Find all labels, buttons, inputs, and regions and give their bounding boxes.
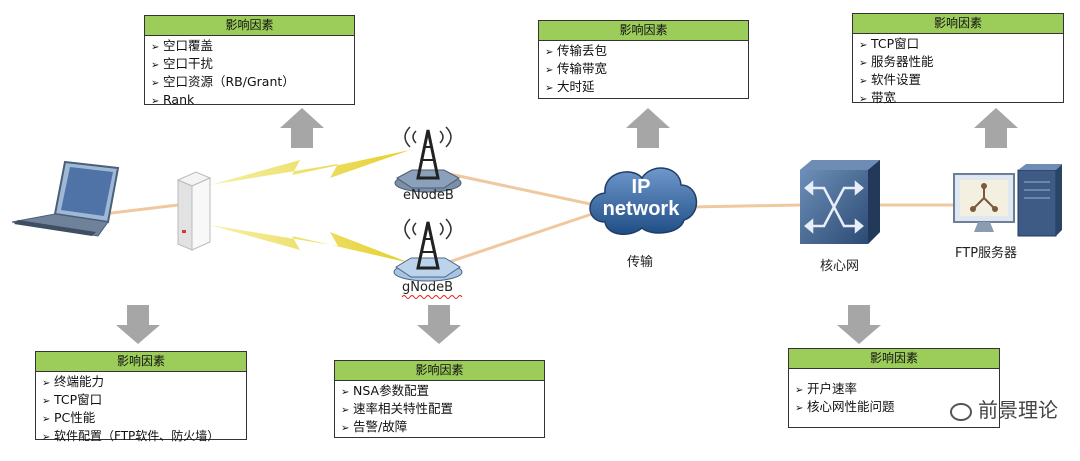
factor-item: ➢软件配置（FTP软件、防火墙）	[42, 428, 246, 446]
factor-item: ➢开户速率	[795, 381, 999, 399]
factor-box-air-interface: 影响因素 ➢空口覆盖 ➢空口干扰 ➢空口资源（RB/Grant） ➢Rank	[144, 15, 355, 107]
arrow-up-air-icon	[280, 108, 324, 148]
factor-list: ➢传输丢包 ➢传输带宽 ➢大时延	[539, 41, 748, 97]
factor-box-header: 影响因素	[853, 14, 1063, 34]
arrow-up-server-icon	[974, 108, 1018, 148]
bullet-arrow-icon: ➢	[42, 432, 51, 443]
enodeb-label: eNodeB	[403, 188, 454, 203]
factor-box-header: 影响因素	[539, 21, 748, 41]
factor-item: ➢传输丢包	[545, 43, 748, 61]
factor-item: ➢核心网性能问题	[795, 399, 999, 417]
factor-item: ➢服务器性能	[859, 54, 1063, 72]
factor-list: ➢开户速率 ➢核心网性能问题	[789, 369, 999, 417]
factor-list: ➢空口覆盖 ➢空口干扰 ➢空口资源（RB/Grant） ➢Rank	[145, 36, 354, 110]
cloud-label-line2: network	[603, 198, 681, 220]
watermark: 前景理论	[950, 394, 1058, 423]
bullet-arrow-icon: ➢	[795, 385, 804, 396]
lightning-bolt-upper-icon	[210, 150, 410, 185]
factor-box-transport: 影响因素 ➢传输丢包 ➢传输带宽 ➢大时延	[538, 20, 749, 99]
link-gnodeb-cloud	[439, 211, 596, 267]
gnodeb-tower-icon	[393, 218, 463, 282]
core-network-switch-icon	[800, 160, 880, 244]
laptop-icon	[11, 160, 120, 237]
bullet-arrow-icon: ➢	[795, 403, 804, 414]
enodeb-tower-icon	[394, 126, 462, 193]
cpe-router-icon	[176, 171, 212, 251]
bullet-arrow-icon: ➢	[151, 42, 160, 53]
ftp-server-label: FTP服务器	[955, 246, 1018, 261]
factor-list: ➢终端能力 ➢TCP窗口 ➢PC性能 ➢软件配置（FTP软件、防火墙）	[36, 372, 246, 446]
bullet-arrow-icon: ➢	[859, 94, 868, 105]
bullet-arrow-icon: ➢	[42, 414, 51, 425]
factor-item: ➢PC性能	[42, 410, 246, 428]
factor-item: ➢软件设置	[859, 72, 1063, 90]
bullet-arrow-icon: ➢	[42, 378, 51, 389]
bullet-arrow-icon: ➢	[859, 58, 868, 69]
factor-item: ➢Rank	[151, 92, 354, 110]
bullet-arrow-icon: ➢	[859, 40, 868, 51]
factor-box-header: 影响因素	[789, 349, 999, 369]
bullet-arrow-icon: ➢	[151, 96, 160, 107]
factor-item: ➢NSA参数配置	[341, 383, 544, 401]
bullet-arrow-icon: ➢	[341, 423, 350, 434]
bullet-arrow-icon: ➢	[545, 65, 554, 76]
bullet-arrow-icon: ➢	[151, 78, 160, 89]
gnodeb-label: gNodeB	[402, 280, 454, 295]
bullet-arrow-icon: ➢	[341, 387, 350, 398]
factor-box-header: 影响因素	[335, 361, 544, 381]
factor-list: ➢NSA参数配置 ➢速率相关特性配置 ➢告警/故障	[335, 381, 544, 437]
factor-box-server: 影响因素 ➢TCP窗口 ➢服务器性能 ➢软件设置 ➢带宽	[852, 13, 1064, 105]
factor-box-header: 影响因素	[145, 16, 354, 36]
arrow-down-gnb-icon	[417, 305, 461, 344]
bullet-arrow-icon: ➢	[545, 83, 554, 94]
factor-item: ➢空口资源（RB/Grant）	[151, 74, 354, 92]
factor-item: ➢传输带宽	[545, 61, 748, 79]
factor-item: ➢空口覆盖	[151, 38, 354, 56]
factor-list: ➢TCP窗口 ➢服务器性能 ➢软件设置 ➢带宽	[853, 34, 1063, 108]
links	[94, 170, 955, 267]
cloud-label-line1: IP	[632, 176, 651, 198]
factor-box-terminal: 影响因素 ➢终端能力 ➢TCP窗口 ➢PC性能 ➢软件配置（FTP软件、防火墙）	[35, 351, 247, 443]
ip-network-cloud-icon	[589, 167, 698, 235]
factor-box-gnb-config: 影响因素 ➢NSA参数配置 ➢速率相关特性配置 ➢告警/故障	[334, 360, 545, 438]
arrow-down-core-icon	[837, 305, 881, 344]
factor-item: ➢告警/故障	[341, 419, 544, 437]
spellcheck-underline	[401, 295, 463, 299]
bullet-arrow-icon: ➢	[545, 47, 554, 58]
wechat-icon	[950, 402, 972, 421]
link-enodeb-cloud	[439, 170, 596, 207]
factor-item: ➢TCP窗口	[42, 392, 246, 410]
bullet-arrow-icon: ➢	[341, 405, 350, 416]
transport-label: 传输	[627, 255, 654, 270]
bullet-arrow-icon: ➢	[859, 76, 868, 87]
core-network-label: 核心网	[820, 259, 860, 274]
factor-item: ➢终端能力	[42, 374, 246, 392]
factor-item: ➢速率相关特性配置	[341, 401, 544, 419]
factor-item: ➢空口干扰	[151, 56, 354, 74]
arrow-up-transport-icon	[626, 108, 670, 148]
arrow-down-terminal-icon	[116, 305, 160, 344]
lightning-bolt-lower-icon	[210, 225, 410, 263]
factor-item: ➢TCP窗口	[859, 36, 1063, 54]
link-cloud-core	[689, 203, 801, 209]
factor-item: ➢带宽	[859, 90, 1063, 108]
factor-box-header: 影响因素	[36, 352, 246, 372]
ftp-server-icon	[953, 164, 1062, 237]
bullet-arrow-icon: ➢	[42, 396, 51, 407]
bullet-arrow-icon: ➢	[151, 60, 160, 71]
arrows	[116, 108, 1018, 344]
watermark-text: 前景理论	[978, 398, 1058, 422]
factor-item: ➢大时延	[545, 79, 748, 97]
